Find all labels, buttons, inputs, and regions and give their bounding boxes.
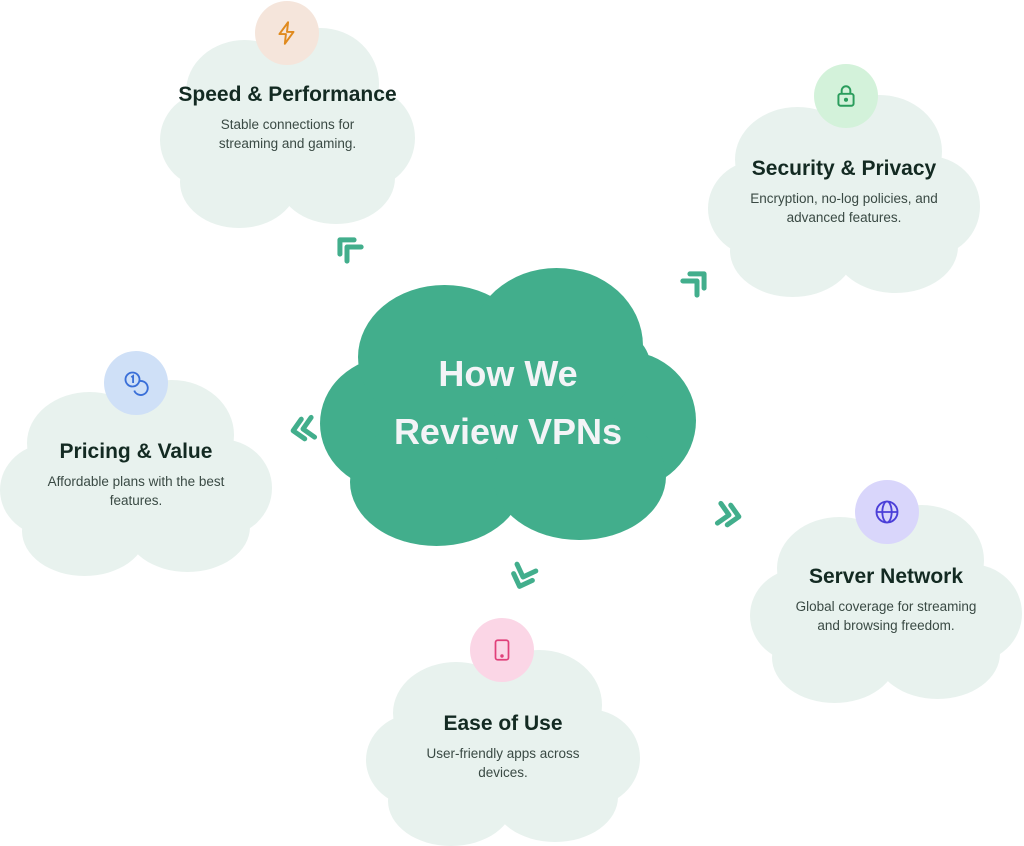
globe-icon [855, 480, 919, 544]
topic-ease-of-use: Ease of Use User-friendly apps across de… [366, 650, 640, 846]
topic-title: Server Network [808, 565, 964, 588]
topic-title: Speed & Performance [178, 83, 397, 106]
topic-pricing-value: Pricing & Value Affordable plans with th… [0, 380, 272, 576]
central-cloud: How We Review VPNs [320, 268, 696, 546]
tablet-icon [470, 618, 534, 682]
central-title-line2: Review VPNs [393, 411, 623, 452]
chevron-double-icon [337, 237, 364, 264]
topic-desc-line: streaming and gaming. [218, 136, 357, 151]
topic-title: Pricing & Value [59, 440, 213, 463]
chevron-double-icon [714, 500, 742, 528]
topic-desc-line: advanced features. [786, 210, 902, 225]
topic-desc-line: and browsing freedom. [817, 618, 955, 633]
chevron-double-icon [290, 414, 318, 442]
topic-desc-line: Stable connections for [220, 117, 355, 132]
topic-desc-line: devices. [478, 765, 528, 780]
topic-desc-line: features. [109, 493, 163, 508]
topic-title: Ease of Use [443, 712, 563, 735]
central-title-line1: How We [438, 353, 578, 394]
lock-icon [814, 64, 878, 128]
topic-desc-line: Affordable plans with the best [47, 474, 225, 489]
chevron-double-icon [680, 271, 707, 298]
topic-desc-line: Global coverage for streaming [795, 599, 977, 614]
coins-icon [104, 351, 168, 415]
topic-security-privacy: Security & Privacy Encryption, no-log po… [708, 95, 980, 297]
topic-desc-line: Encryption, no-log policies, and [750, 191, 938, 206]
topic-desc-line: User-friendly apps across [426, 746, 580, 761]
lightning-icon [255, 1, 319, 65]
topic-title: Security & Privacy [751, 157, 937, 180]
chevron-double-icon [511, 561, 539, 589]
